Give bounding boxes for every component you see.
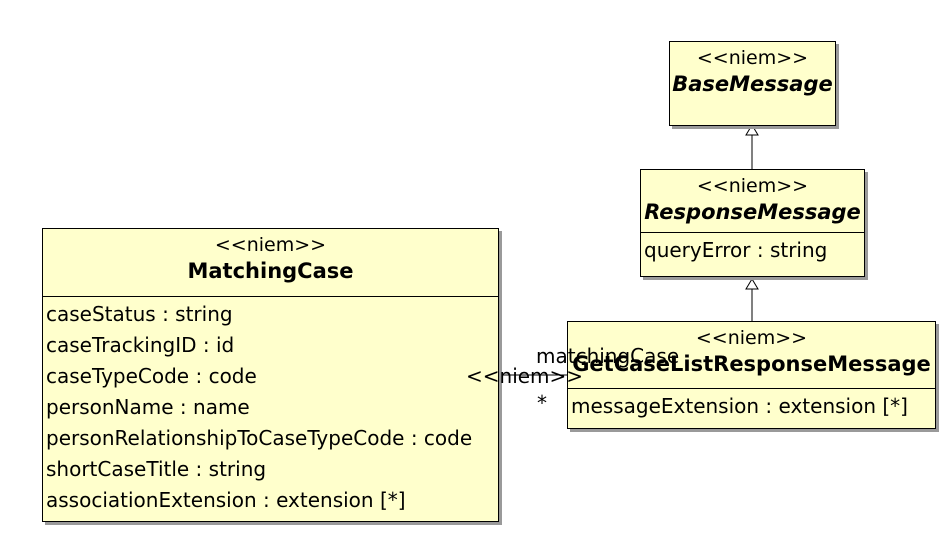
attribute: messageExtension : extension [*] (571, 394, 908, 418)
attribute: queryError : string (644, 238, 828, 262)
association-stereotype-label: <<niem>> (466, 364, 584, 388)
attribute-compartment: caseStatus : string caseTrackingID : id … (43, 296, 498, 516)
attribute: caseTrackingID : id (46, 333, 235, 357)
attribute: caseStatus : string (46, 302, 233, 326)
stereotype-label: <<niem>> (696, 47, 809, 69)
stereotype-label: <<niem>> (214, 234, 327, 256)
class-response-message[interactable]: <<niem>> ResponseMessage queryError : st… (640, 169, 865, 277)
class-header: <<niem>> MatchingCase (43, 229, 498, 296)
class-name: BaseMessage (672, 72, 833, 96)
attribute: personName : name (46, 395, 250, 419)
stereotype-label: <<niem>> (696, 175, 809, 197)
class-base-message[interactable]: <<niem>> BaseMessage (669, 41, 836, 126)
association-role-label: matchingCase (536, 344, 680, 368)
stereotype-label: <<niem>> (695, 327, 808, 349)
class-header: <<niem>> GetCaseListResponseMessage (568, 322, 935, 388)
class-header: <<niem>> BaseMessage (670, 42, 835, 98)
class-name: GetCaseListResponseMessage (572, 352, 931, 376)
class-matching-case[interactable]: <<niem>> MatchingCase caseStatus : strin… (42, 228, 499, 522)
attribute-compartment: messageExtension : extension [*] (568, 388, 935, 422)
association-multiplicity-label: * (537, 391, 547, 415)
attribute: personRelationshipToCaseTypeCode : code (46, 426, 473, 450)
class-name: MatchingCase (187, 259, 354, 283)
class-header: <<niem>> ResponseMessage (641, 170, 864, 232)
class-name: ResponseMessage (644, 200, 861, 224)
attribute: caseTypeCode : code (46, 364, 257, 388)
attribute: shortCaseTitle : string (46, 457, 267, 481)
class-get-case-list-response-message[interactable]: <<niem>> GetCaseListResponseMessage mess… (567, 321, 936, 429)
attribute: associationExtension : extension [*] (46, 488, 406, 512)
attribute-compartment: queryError : string (641, 232, 864, 266)
generalization-arrowhead-response (745, 278, 759, 290)
generalization-arrowhead-base (745, 124, 759, 136)
